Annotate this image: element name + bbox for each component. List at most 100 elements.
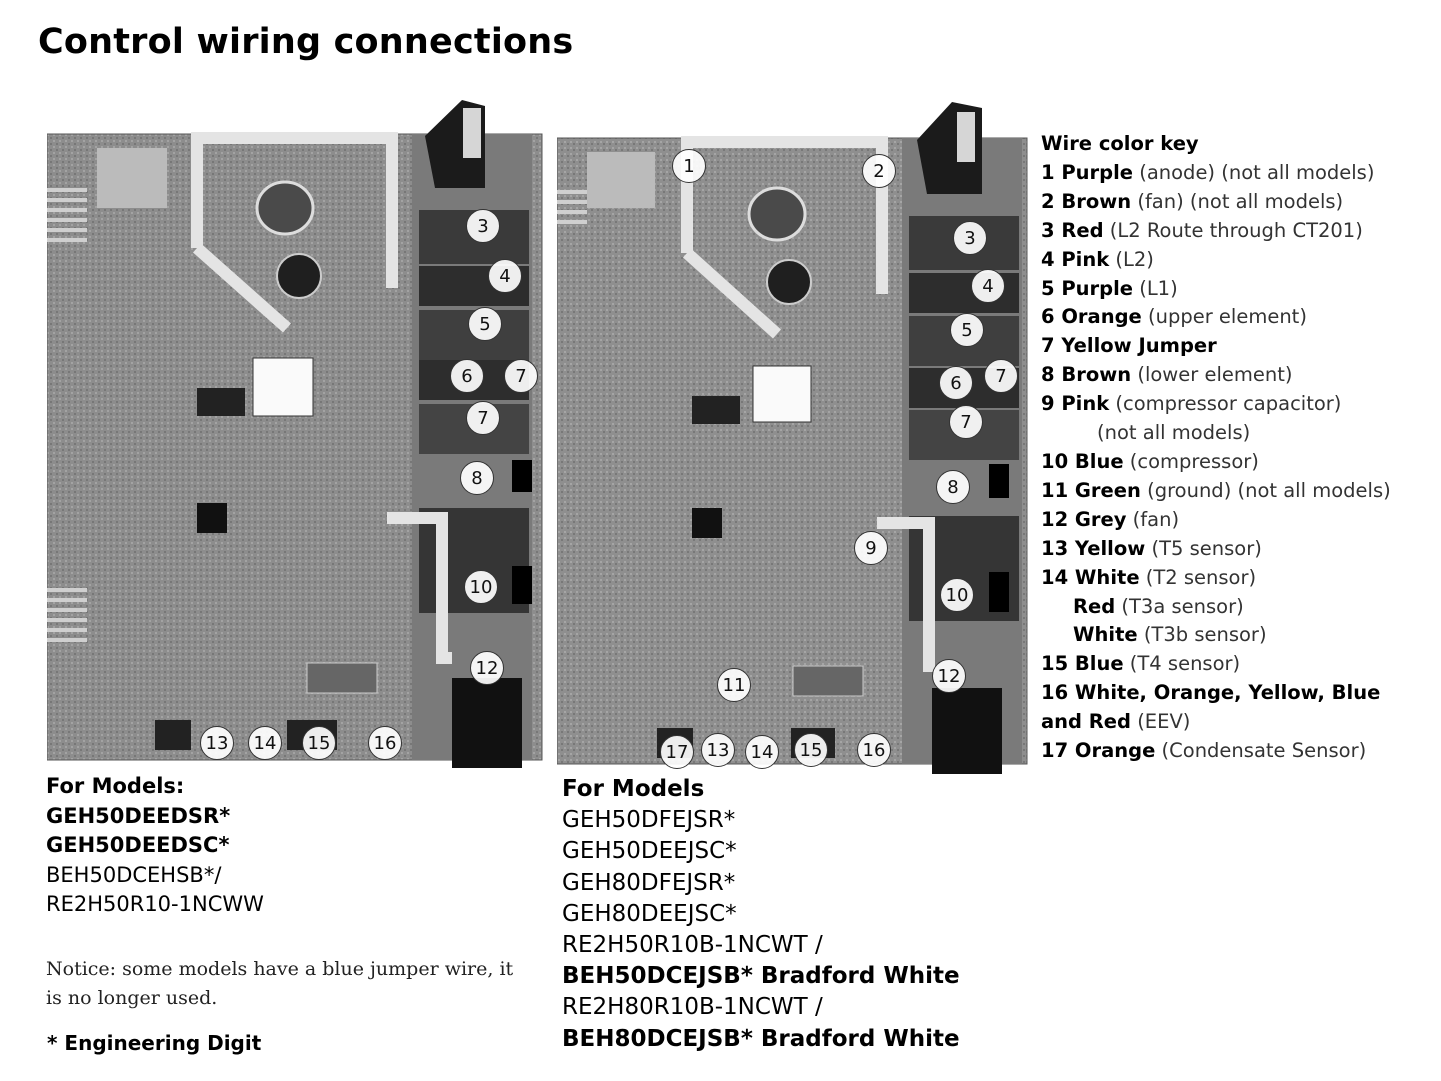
wire-key-row: 5 Purple (L1) [1041, 275, 1436, 304]
wire-key-desc: (fan) [1126, 507, 1180, 531]
callout-15: 15 [794, 733, 828, 767]
wire-key-desc: (not all models) [1097, 421, 1251, 445]
wire-key-row: 17 Orange (Condensate Sensor) [1041, 737, 1436, 766]
wire-key-row: and Red (EEV) [1041, 708, 1436, 737]
wire-key-name: 14 White [1041, 565, 1140, 589]
callout-13: 13 [701, 733, 735, 767]
callout-11: 11 [717, 668, 751, 702]
model-item: GEH50DEEDSC* [46, 833, 230, 857]
wire-key-row: White (T3b sensor) [1041, 621, 1436, 650]
wire-key-name: 1 Purple [1041, 160, 1134, 184]
callout-15: 15 [302, 726, 336, 760]
wire-key-row: 7 Yellow Jumper [1041, 332, 1436, 361]
callout-6: 6 [450, 359, 484, 393]
wire-key-row: Red (T3a sensor) [1041, 593, 1436, 622]
callout-4: 4 [488, 259, 522, 293]
callout-5: 5 [468, 307, 502, 341]
wire-key-row: 1 Purple (anode) (not all models) [1041, 159, 1436, 188]
callout-2: 2 [862, 154, 896, 188]
wire-key-desc: (compressor capacitor) [1109, 392, 1342, 416]
callout-7: 7 [984, 359, 1018, 393]
wire-key-desc: (anode) (not all models) [1133, 160, 1375, 184]
wire-key-row: 2 Brown (fan) (not all models) [1041, 188, 1436, 217]
callout-17: 17 [660, 735, 694, 769]
wire-key-desc: (ground) (not all models) [1140, 478, 1391, 502]
callout-9: 9 [854, 531, 888, 565]
wire-key-desc: (T2 sensor) [1139, 565, 1257, 589]
model-item: GEH50DFEJSR* [562, 807, 736, 834]
wire-key-row: 13 Yellow (T5 sensor) [1041, 535, 1436, 564]
callout-16: 16 [368, 726, 402, 760]
wire-key-name: 13 Yellow [1041, 536, 1146, 560]
wire-key-row: 8 Brown (lower element) [1041, 361, 1436, 390]
wire-key-desc: (lower element) [1131, 363, 1293, 387]
wire-key-desc: (Condensate Sensor) [1155, 739, 1367, 763]
callout-14: 14 [248, 726, 282, 760]
wire-key-name: Red [1073, 594, 1116, 618]
wire-key-name: 2 Brown [1041, 189, 1132, 213]
wire-key-row: 4 Pink (L2) [1041, 246, 1436, 275]
wire-key-name: 11 Green [1041, 478, 1141, 502]
wire-key-row: 15 Blue (T4 sensor) [1041, 650, 1436, 679]
wire-key-name: 6 Orange [1041, 305, 1142, 329]
wire-key-name: 16 White, Orange, Yellow, Blue [1041, 681, 1381, 705]
callout-12: 12 [932, 659, 966, 693]
callout-5: 5 [950, 313, 984, 347]
model-item: RE2H80R10B-1NCWT / [562, 994, 823, 1021]
callout-7: 7 [949, 405, 983, 439]
wire-key-desc: (T3a sensor) [1115, 594, 1244, 618]
wire-key-name: White [1073, 623, 1138, 647]
callout-12: 12 [470, 651, 504, 685]
wire-color-key: Wire color key 1 Purple (anode) (not all… [1041, 130, 1436, 766]
wire-key-desc: (L1) [1133, 276, 1178, 300]
wire-key-name: 8 Brown [1041, 363, 1132, 387]
wire-key-desc: (compressor) [1123, 449, 1259, 473]
wire-key-desc: (EEV) [1131, 710, 1191, 734]
model-item: GEH50DEEJSC* [562, 838, 737, 865]
callout-10: 10 [940, 578, 974, 612]
notice-text: Notice: some models have a blue jumper w… [46, 958, 514, 1009]
callout-16: 16 [857, 733, 891, 767]
wire-key-name: 15 Blue [1041, 652, 1124, 676]
callout-8: 8 [936, 470, 970, 504]
models-left-heading: For Models: [46, 774, 185, 798]
wire-key-row: 10 Blue (compressor) [1041, 448, 1436, 477]
wire-key-name: 9 Pink [1041, 392, 1110, 416]
callout-7: 7 [466, 401, 500, 435]
page-title: Control wiring connections [38, 22, 574, 62]
models-list-left: For Models: GEH50DEEDSR* GEH50DEEDSC* BE… [46, 772, 264, 920]
model-item: GEH50DEEDSR* [46, 803, 231, 828]
callout-8: 8 [460, 461, 494, 495]
callout-1: 1 [672, 149, 706, 183]
callout-13: 13 [200, 726, 234, 760]
wire-key-row: 9 Pink (compressor capacitor) [1041, 390, 1436, 419]
wire-key-name: 17 Orange [1041, 739, 1156, 763]
wire-key-row: 6 Orange (upper element) [1041, 303, 1436, 332]
models-right-heading: For Models [562, 776, 705, 802]
callout-7: 7 [504, 359, 538, 393]
wire-key-row: 11 Green (ground) (not all models) [1041, 477, 1436, 506]
model-item: RE2H50R10-1NCWW [46, 892, 264, 916]
model-item: BEH50DCEHSB*/ [46, 862, 222, 887]
callout-3: 3 [953, 221, 987, 255]
wire-key-desc: (fan) (not all models) [1131, 189, 1344, 213]
models-list-right: For Models GEH50DFEJSR* GEH50DEEJSC* GEH… [562, 774, 960, 1055]
wire-key-desc: (T5 sensor) [1145, 536, 1262, 560]
wire-key-name: 7 Yellow Jumper [1041, 334, 1217, 358]
model-item: BEH50DCEJSB* Bradford White [562, 963, 960, 990]
wire-key-row: (not all models) [1041, 419, 1436, 448]
wire-key-row: 3 Red (L2 Route through CT201) [1041, 217, 1436, 246]
callout-4: 4 [971, 269, 1005, 303]
wire-key-row: 14 White (T2 sensor) [1041, 564, 1436, 593]
model-item: GEH80DEEJSC* [562, 900, 737, 927]
wire-key-desc: (T3b sensor) [1137, 623, 1267, 647]
wire-key-row: 12 Grey (fan) [1041, 506, 1436, 535]
callout-10: 10 [464, 570, 498, 604]
wire-key-name: 10 Blue [1041, 449, 1124, 473]
wire-key-name: 3 Red [1041, 218, 1104, 242]
wire-key-desc: (L2 Route through CT201) [1103, 218, 1363, 242]
wire-key-name: 12 Grey [1041, 507, 1127, 531]
wire-key-name: and Red [1041, 710, 1131, 734]
